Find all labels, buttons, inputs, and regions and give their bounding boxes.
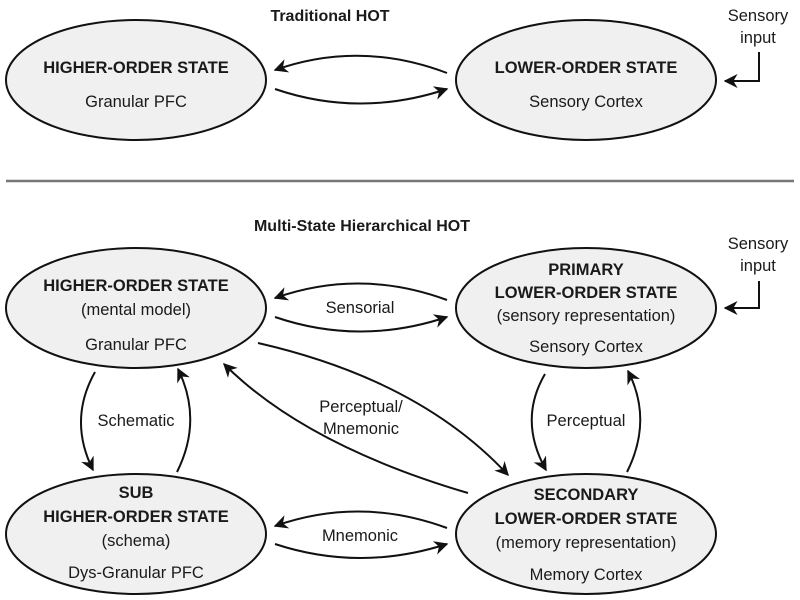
top-sensory-input-arrow xyxy=(723,52,760,88)
schematic-up-arrow xyxy=(176,367,192,473)
node-region: Dys-Granular PFC xyxy=(68,564,204,582)
node-region: Granular PFC xyxy=(85,93,187,111)
node-region: Memory Cortex xyxy=(530,566,644,584)
node-region: Sensory Cortex xyxy=(529,93,643,111)
secondary-lower-order-node: SECONDARY LOWER-ORDER STATE (memory repr… xyxy=(455,473,717,595)
mnemonic-feedforward-arrow xyxy=(274,541,449,559)
top-higher-order-node: HIGHER-ORDER STATE Granular PFC xyxy=(5,19,267,141)
schematic-label: Schematic xyxy=(97,412,174,430)
node-title: HIGHER-ORDER STATE xyxy=(43,59,228,77)
node-subtitle: (memory representation) xyxy=(496,534,677,552)
top-sensory-input-label-2: input xyxy=(740,29,776,47)
node-title: SECONDARY xyxy=(534,486,639,504)
sensorial-label: Sensorial xyxy=(326,299,395,317)
top-sensory-input-label: Sensory xyxy=(728,7,789,25)
node-title: HIGHER-ORDER STATE xyxy=(43,277,228,295)
mnemonic-feedback-arrow xyxy=(273,510,448,529)
bottom-sensory-input-label-2: input xyxy=(740,257,776,275)
top-panel-title: Traditional HOT xyxy=(270,8,389,25)
node-region: Sensory Cortex xyxy=(529,338,643,356)
bottom-panel-title: Multi-State Hierarchical HOT xyxy=(254,218,470,235)
node-region: Granular PFC xyxy=(85,336,187,354)
node-title: PRIMARY xyxy=(548,261,623,279)
bottom-sensory-input-label: Sensory xyxy=(728,235,789,253)
node-title-2: LOWER-ORDER STATE xyxy=(495,284,678,302)
perceptual-down-arrow xyxy=(530,373,547,472)
bottom-higher-order-node: HIGHER-ORDER STATE (mental model) Granul… xyxy=(5,247,267,369)
node-subtitle: (schema) xyxy=(102,532,171,550)
diagonal-up-arrow xyxy=(223,363,469,494)
sensorial-feedforward-arrow xyxy=(274,314,449,333)
top-feedforward-arrow xyxy=(274,86,449,105)
node-title-2: LOWER-ORDER STATE xyxy=(495,510,678,528)
node-subtitle: (mental model) xyxy=(81,301,191,319)
node-title: SUB xyxy=(119,484,154,502)
diagonal-down-arrow xyxy=(257,342,509,477)
schematic-down-arrow xyxy=(80,371,96,472)
top-feedback-arrow xyxy=(273,54,448,74)
sensorial-feedback-arrow xyxy=(273,282,448,301)
perceptual-mnemonic-label-2: Mnemonic xyxy=(323,420,399,438)
primary-lower-order-node: PRIMARY LOWER-ORDER STATE (sensory repre… xyxy=(455,247,717,369)
mnemonic-label: Mnemonic xyxy=(322,527,398,545)
node-subtitle: (sensory representation) xyxy=(497,307,676,325)
sub-higher-order-node: SUB HIGHER-ORDER STATE (schema) Dys-Gran… xyxy=(5,473,267,595)
node-title-2: HIGHER-ORDER STATE xyxy=(43,508,228,526)
perceptual-mnemonic-label: Perceptual/ xyxy=(319,398,403,416)
perceptual-up-arrow xyxy=(626,369,642,473)
node-title: LOWER-ORDER STATE xyxy=(495,59,678,77)
perceptual-label: Perceptual xyxy=(547,412,626,430)
top-lower-order-node: LOWER-ORDER STATE Sensory Cortex xyxy=(455,19,717,141)
bottom-sensory-input-arrow xyxy=(723,281,760,315)
